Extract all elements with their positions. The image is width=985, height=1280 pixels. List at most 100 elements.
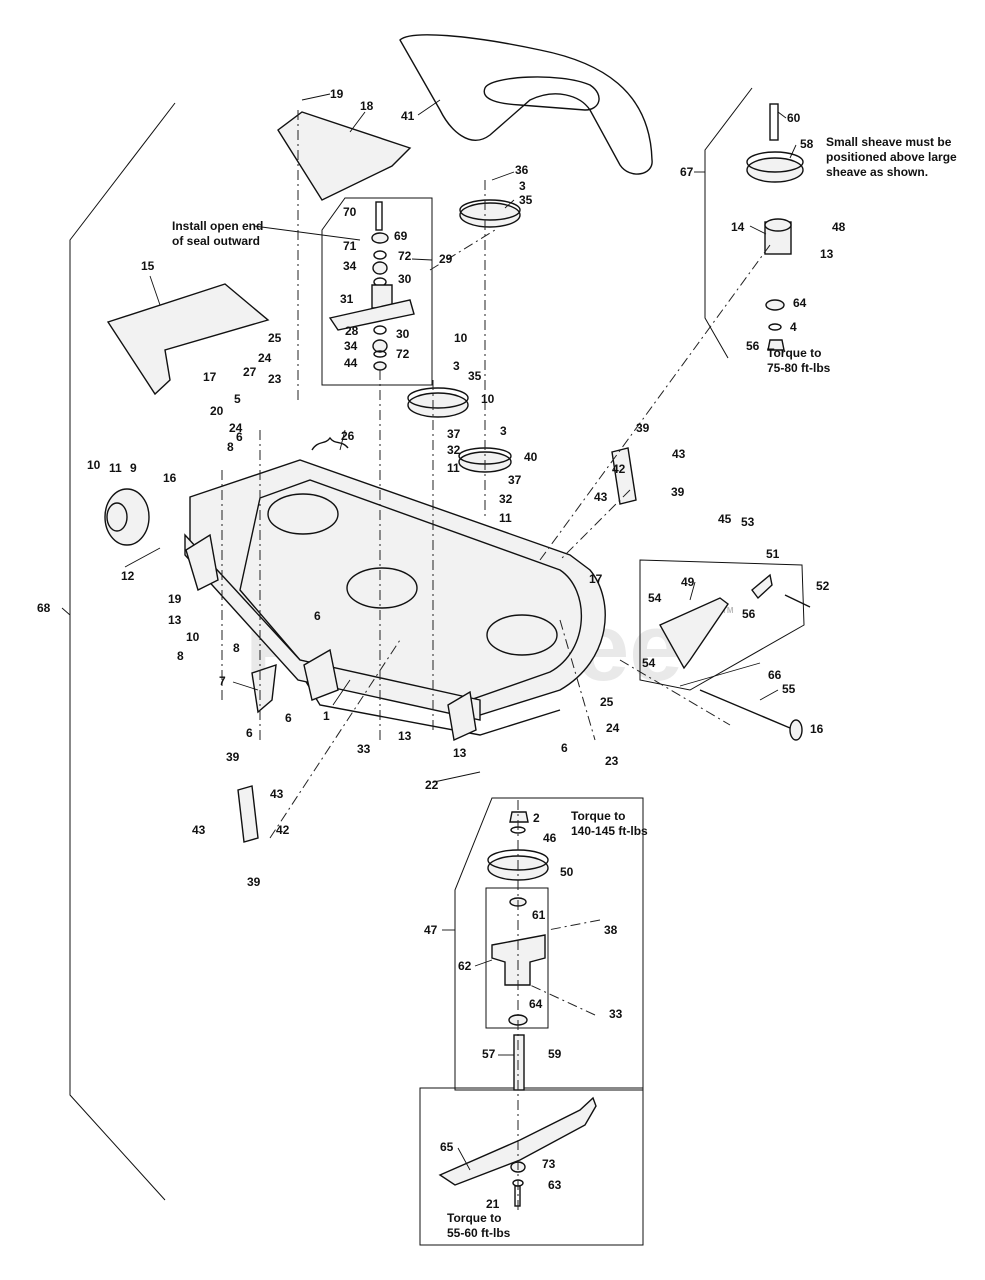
seal-44 — [373, 361, 387, 371]
roller-bracket-front — [303, 648, 339, 701]
sheave-58 — [746, 157, 804, 183]
axis-line — [539, 244, 771, 561]
group-frame-67 — [704, 87, 753, 359]
callout: 13 — [820, 247, 834, 261]
belt — [399, 34, 653, 175]
callout: 23 — [605, 754, 619, 768]
deck-spindle-hole-right — [486, 614, 558, 656]
axis-line — [429, 229, 496, 271]
bearing-64 — [765, 299, 785, 311]
note-sheave-line3: sheave as shown. — [826, 165, 928, 179]
callout: 27 — [243, 365, 257, 379]
callout: 3 — [453, 359, 460, 373]
callout: 25 — [600, 695, 614, 709]
callout: 10 — [481, 392, 495, 406]
callout: 52 — [816, 579, 830, 593]
callout: 35 — [468, 369, 482, 383]
callout: 24 — [229, 421, 243, 435]
pulley-35-rim — [407, 387, 469, 409]
callout: 2 — [533, 811, 540, 825]
washer-72 — [373, 250, 387, 260]
callout: 43 — [270, 787, 284, 801]
callout: 8 — [177, 649, 184, 663]
callout: 6 — [246, 726, 253, 740]
callout: 11 — [499, 511, 512, 525]
callout: 15 — [141, 259, 155, 273]
callout: 30 — [398, 272, 412, 286]
callout: 61 — [532, 908, 546, 922]
callout: 56 — [746, 339, 760, 353]
callout: 51 — [766, 547, 780, 561]
callout: 19 — [168, 592, 182, 606]
callout: 38 — [604, 923, 618, 937]
bolt-52 — [784, 594, 811, 608]
roller-bracket-left — [185, 533, 219, 591]
callout: 73 — [542, 1157, 556, 1171]
nut-56 — [767, 339, 785, 351]
callout: 50 — [560, 865, 574, 879]
bushing-34 — [372, 261, 388, 275]
axis-line — [619, 659, 731, 726]
callout: 43 — [672, 447, 686, 461]
callout: 48 — [832, 220, 846, 234]
callout: 32 — [447, 443, 461, 457]
callout: 43 — [594, 490, 608, 504]
callout: 16 — [163, 471, 177, 485]
callout: 54 — [642, 656, 656, 670]
callout: 42 — [612, 462, 626, 476]
deck-top-inner — [239, 479, 582, 701]
bearing-71 — [371, 232, 389, 244]
lift-chain-lower — [237, 785, 259, 843]
callout: 10 — [454, 331, 468, 345]
callout: 18 — [360, 99, 374, 113]
callout: 7 — [219, 674, 226, 688]
callout: 8 — [233, 641, 240, 655]
callout: 42 — [276, 823, 290, 837]
callout: 24 — [258, 351, 272, 365]
note-seal-line1: Install open end — [172, 219, 263, 233]
callout: 56 — [742, 607, 756, 621]
washer-30b — [373, 325, 387, 335]
callout: 24 — [606, 721, 620, 735]
callout: 20 — [210, 404, 224, 418]
callout: 64 — [529, 997, 543, 1011]
leader-lines — [61, 93, 797, 1171]
callout: 10 — [87, 458, 101, 472]
callout: 6 — [285, 711, 292, 725]
callout: 62 — [458, 959, 472, 973]
callout: 23 — [268, 372, 282, 386]
housing-top — [764, 218, 792, 232]
callout: 34 — [343, 259, 357, 273]
callout: 6 — [236, 430, 243, 444]
callout: 49 — [681, 575, 695, 589]
callout: 5 — [234, 392, 241, 406]
note-torque-55-line2: 55-60 ft-lbs — [447, 1226, 511, 1240]
shaft-60 — [769, 103, 779, 141]
note-torque-75-line2: 75-80 ft-lbs — [767, 361, 831, 375]
note-sheave-line1: Small sheave must be — [826, 135, 952, 149]
note-torque-55-line1: Torque to — [447, 1211, 501, 1225]
callout: 12 — [121, 569, 135, 583]
callout: 67 — [680, 165, 694, 179]
callout: 37 — [508, 473, 522, 487]
group-frame-66 — [639, 559, 805, 691]
callout: 70 — [343, 205, 357, 219]
note-torque-140-line2: 140-145 ft-lbs — [571, 824, 648, 838]
pulley-35-top-rim — [459, 199, 521, 221]
callout: 66 — [768, 668, 782, 682]
idler-bolt-70 — [375, 201, 383, 231]
callout: 43 — [192, 823, 206, 837]
group-frame-65 — [419, 1087, 644, 1246]
bushing-34b — [372, 339, 388, 353]
callout: 31 — [340, 292, 354, 306]
caster-wheel-hub — [106, 502, 128, 532]
callout: 29 — [439, 252, 453, 266]
note-torque-75-line1: Torque to — [767, 346, 821, 360]
callout: 11 — [109, 461, 122, 475]
deck-spindle-hole-center — [346, 567, 418, 609]
callout: 8 — [227, 440, 234, 454]
washer-4 — [768, 323, 782, 331]
callout: 46 — [543, 831, 557, 845]
callout: 28 — [345, 324, 359, 338]
